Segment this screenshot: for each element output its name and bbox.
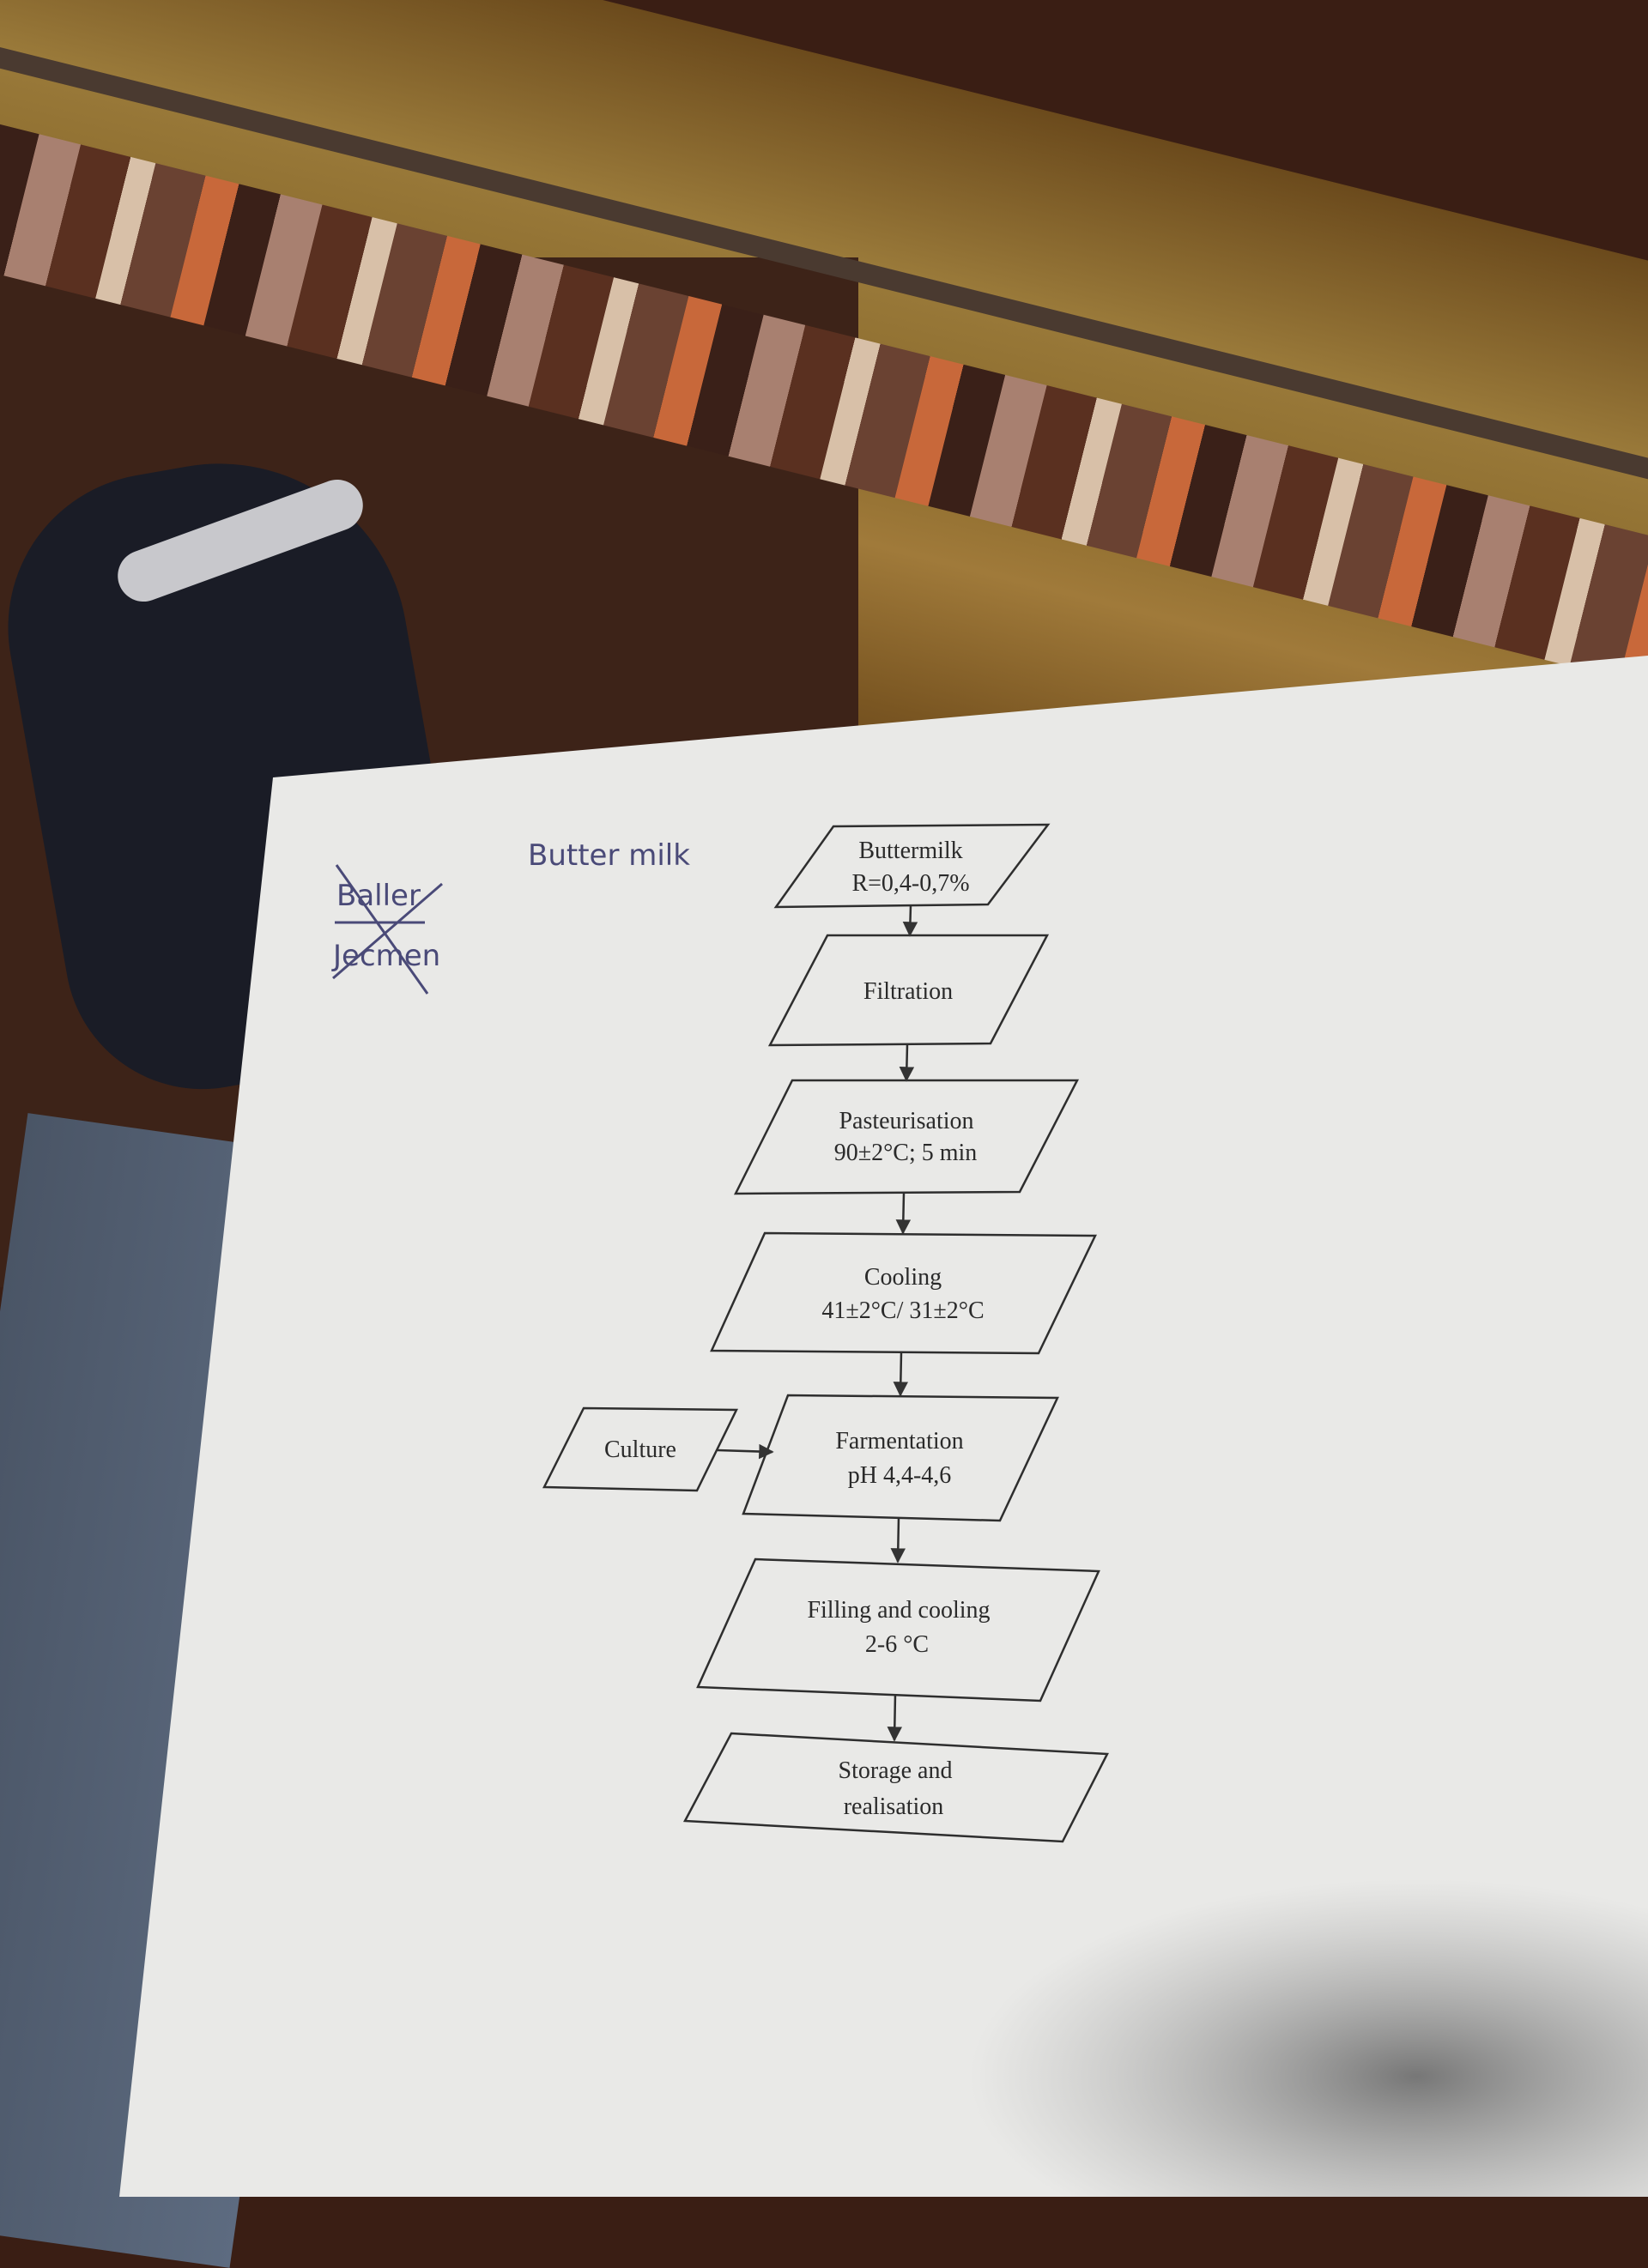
flowchart xyxy=(542,823,1109,1843)
step-label: Filling and cooling xyxy=(807,1597,990,1624)
step-box-filtration xyxy=(767,934,1050,1047)
step-label: Farmentation xyxy=(835,1428,963,1455)
paper-sheet: Butter milk Baller Jecmen Buttermilk R=0… xyxy=(119,656,1648,2197)
flow-arrow xyxy=(890,1516,906,1563)
flowchart-labels: Buttermilk R=0,4-0,7% Filtration Pasteur… xyxy=(604,838,991,1820)
flow-arrow xyxy=(887,1693,903,1742)
flow-arrow xyxy=(899,1043,915,1082)
strike-line xyxy=(332,882,443,980)
step-label: Buttermilk xyxy=(858,838,962,864)
step-box-cooling xyxy=(710,1231,1097,1355)
step-detail: pH 4,4-4,6 xyxy=(848,1462,952,1489)
hand-shadow xyxy=(970,1879,1648,2197)
flow-arrow xyxy=(893,1352,909,1397)
step-detail: R=0,4-0,7% xyxy=(851,870,969,897)
step-label: Storage and xyxy=(839,1757,953,1784)
strike-line xyxy=(335,864,429,995)
step-detail: 2-6 °C xyxy=(865,1631,929,1658)
crossed-out-word-2: Jecmen xyxy=(331,939,440,973)
step-detail: realisation xyxy=(844,1793,944,1820)
input-box-culture xyxy=(542,1406,738,1492)
step-label: Cooling xyxy=(864,1264,942,1291)
handwritten-title: Butter milk xyxy=(528,838,690,873)
step-box-pasteurisation xyxy=(733,1079,1080,1195)
step-detail: 41±2°C/ 31±2°C xyxy=(821,1297,984,1324)
step-label: Pasteurisation xyxy=(839,1108,973,1134)
step-box-fermentation xyxy=(742,1394,1059,1522)
paper xyxy=(119,656,1648,2197)
step-box-storage xyxy=(682,1732,1109,1843)
crossed-out-note: Baller Jecmen xyxy=(331,864,443,995)
flow-arrow xyxy=(895,1192,912,1235)
step-detail: 90±2°C; 5 min xyxy=(834,1140,978,1166)
culture-arrow xyxy=(717,1443,774,1460)
flow-arrow xyxy=(902,904,918,937)
culture-label: Culture xyxy=(604,1436,676,1463)
step-label: Filtration xyxy=(863,978,953,1005)
step-box-buttermilk xyxy=(773,823,1051,909)
step-box-filling xyxy=(696,1557,1100,1703)
